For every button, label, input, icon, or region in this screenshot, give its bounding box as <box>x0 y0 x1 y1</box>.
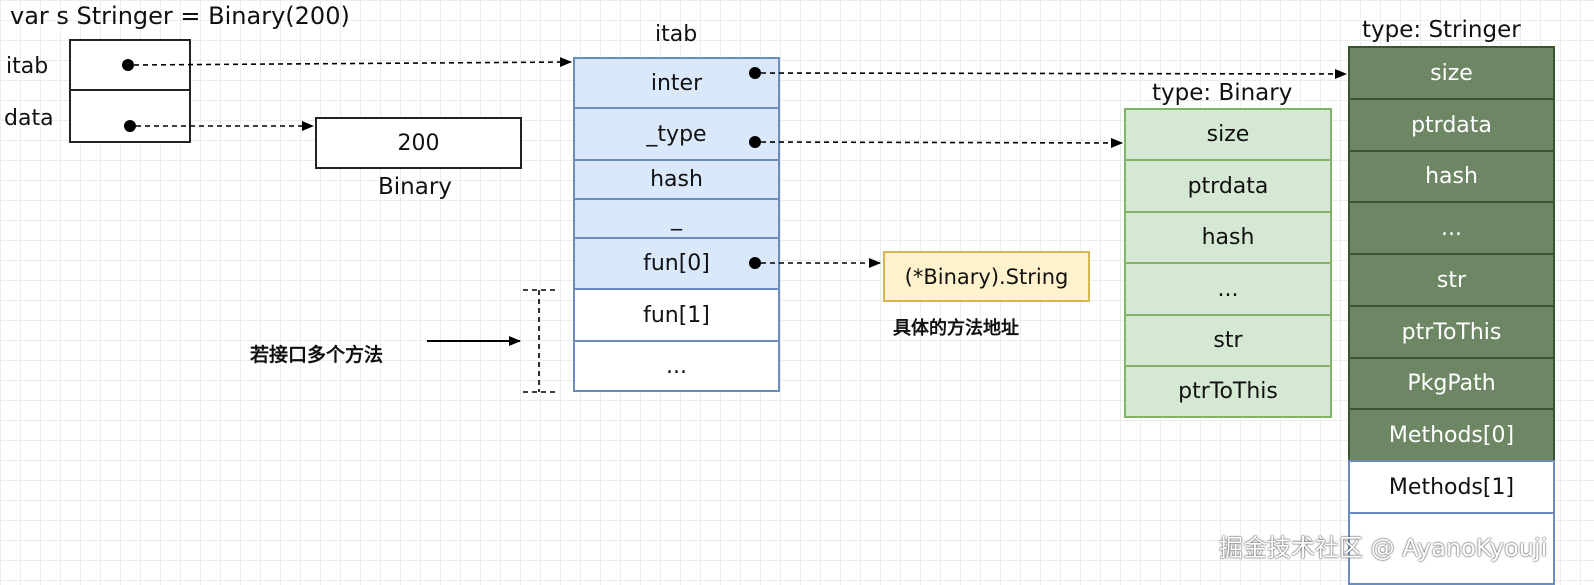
type-binary-field: str <box>1124 314 1332 367</box>
type-stringer-field-label: ptrToThis <box>1401 319 1502 345</box>
inter-pointer-dot <box>749 67 761 79</box>
watermark: 掘金技术社区 @ AyanoKyouji <box>1219 534 1548 562</box>
binary-value-box: 200 <box>315 117 522 169</box>
method-address-box: (*Binary).String <box>883 251 1090 302</box>
itab-field-label: fun[0] <box>643 251 710 276</box>
itab-field-label: ... <box>666 353 687 379</box>
type-stringer-field: Methods[0] <box>1348 408 1555 462</box>
iface-data-slot <box>69 89 191 143</box>
itab-field-inter: inter <box>573 57 780 109</box>
type-stringer-field-label: size <box>1430 60 1473 86</box>
itab-field-type: _type <box>573 107 780 161</box>
type-stringer-field-label: ptrdata <box>1411 112 1492 138</box>
type-stringer-field-label: Methods[0] <box>1388 422 1515 448</box>
data-pointer-dot <box>124 120 136 132</box>
type-stringer-title: type: Stringer <box>1362 17 1521 43</box>
type-binary-field-label: hash <box>1201 225 1255 250</box>
arrow-itab-to-itab <box>133 57 572 68</box>
type-binary-field-label: size <box>1206 122 1250 147</box>
multi-method-note: 若接口多个方法 <box>250 344 384 366</box>
arrow-type-to-binary <box>760 137 1123 148</box>
type-binary-field: ptrdata <box>1124 159 1332 213</box>
itab-field-label: hash <box>650 167 703 192</box>
type-stringer-field-label: PkgPath <box>1407 371 1496 396</box>
type-binary-field: ... <box>1124 262 1332 316</box>
type-stringer-field-label: Methods[1] <box>1388 474 1515 500</box>
method-range-bracket <box>523 289 556 393</box>
type-binary-title: type: Binary <box>1152 80 1293 106</box>
itab-title: itab <box>655 22 698 47</box>
type-stringer-field: ... <box>1348 201 1555 255</box>
itab-field-more: ... <box>573 340 780 392</box>
itab-field-label: fun[1] <box>643 302 710 328</box>
type-stringer-field: size <box>1348 46 1555 100</box>
binary-value: 200 <box>397 130 440 156</box>
type-stringer-field-label: str <box>1436 267 1467 293</box>
type-stringer-field: PkgPath <box>1348 357 1555 410</box>
type-binary-field-label: str <box>1213 328 1243 353</box>
method-address-caption: 具体的方法地址 <box>893 318 1019 339</box>
itab-field-label: _type <box>646 121 707 147</box>
type-binary-field: ptrToThis <box>1124 365 1332 418</box>
binary-caption: Binary <box>378 174 452 200</box>
type-pointer-dot <box>749 136 761 148</box>
itab-field-label: _ <box>671 206 682 231</box>
itab-pointer-dot <box>122 59 134 71</box>
type-binary-field-label: ... <box>1217 276 1239 302</box>
type-binary-field-label: ptrToThis <box>1178 379 1278 404</box>
type-stringer-field: ptrToThis <box>1348 305 1555 359</box>
code-title: var s Stringer = Binary(200) <box>10 2 350 30</box>
fun0-pointer-dot <box>749 257 761 269</box>
type-stringer-field-label: ... <box>1441 215 1462 241</box>
arrow-inter-to-stringer <box>760 68 1347 79</box>
itab-field-hash: hash <box>573 159 780 200</box>
type-stringer-field <box>1348 512 1555 585</box>
type-stringer-field: ptrdata <box>1348 98 1555 152</box>
type-binary-field-label: ptrdata <box>1187 173 1269 199</box>
iface-data-label: data <box>4 106 54 131</box>
type-stringer-field-label: hash <box>1425 164 1478 189</box>
itab-field-label: inter <box>650 70 703 96</box>
iface-itab-label: itab <box>6 54 49 79</box>
method-address: (*Binary).String <box>904 264 1069 289</box>
type-stringer-field: Methods[1] <box>1348 460 1555 514</box>
